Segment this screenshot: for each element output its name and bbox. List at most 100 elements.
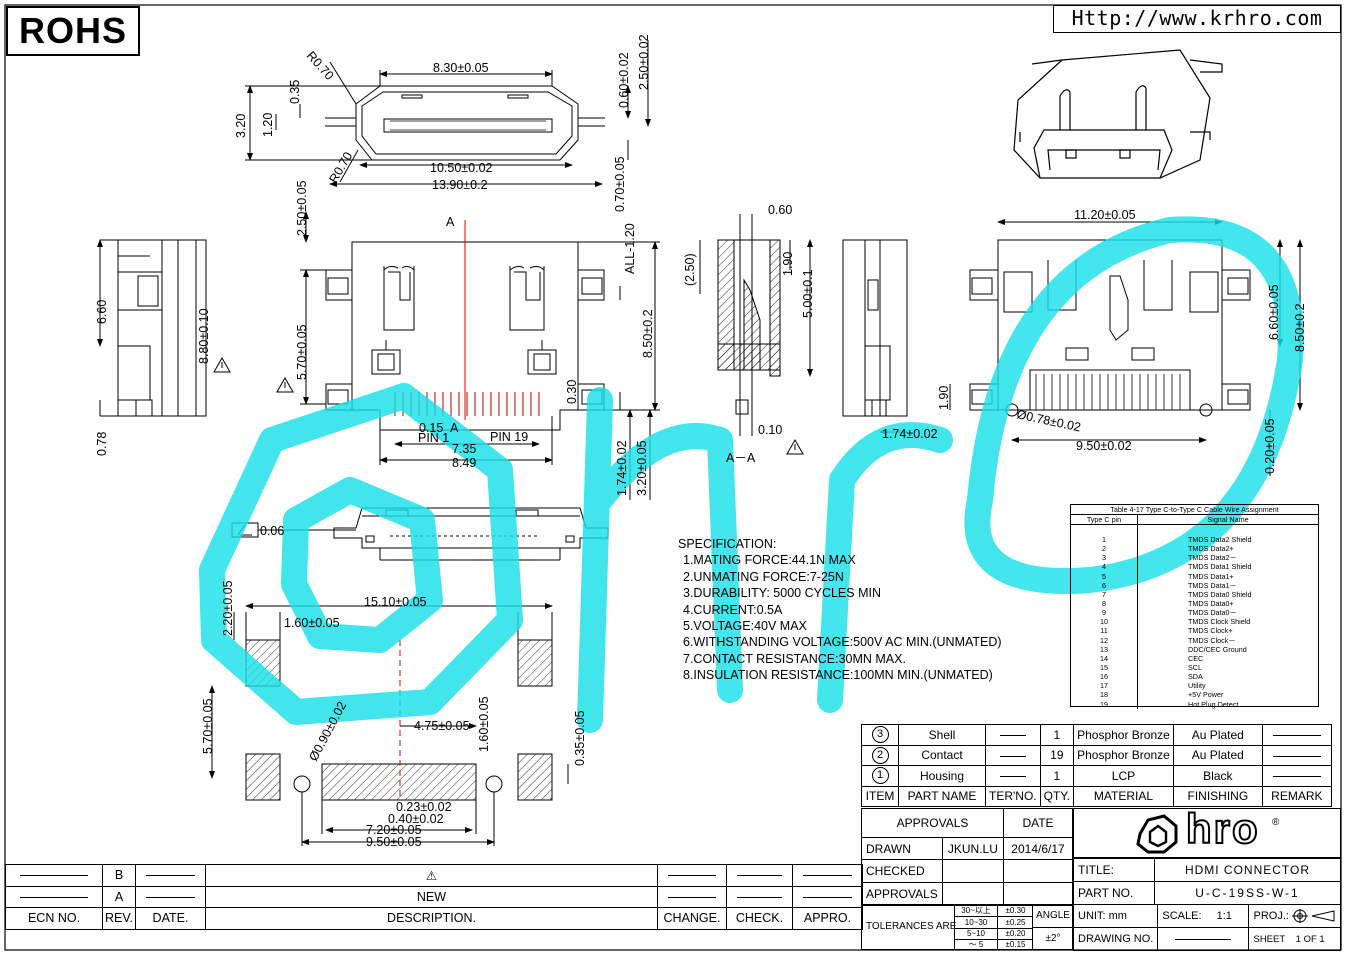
part-name: Housing — [898, 765, 986, 787]
pin-number: 18 — [1071, 690, 1138, 700]
qty: 1 — [1039, 765, 1075, 787]
bom-row: 2 Contact 19 Phosphor Bronze Au Plated — [861, 744, 1332, 766]
left-side-view — [97, 239, 231, 417]
title-label: TITLE: — [1073, 858, 1155, 882]
dim-label: 3.20±0.05 — [635, 440, 649, 496]
dim-label: 0.20±0.05 — [1263, 418, 1277, 474]
dim-label: 0.60±0.02 — [617, 52, 631, 108]
title-block: TITLE: HDMI CONNECTOR PART NO. U-C-19SS-… — [1073, 858, 1341, 905]
pin-number: 1 — [1071, 535, 1138, 545]
pin-table-row: 13 DDC/CEC Ground — [1071, 644, 1318, 654]
signal-name: TMDS Data2+ — [1188, 544, 1234, 554]
signal-name: CEC — [1188, 653, 1204, 663]
dim-label: 0.60 — [768, 203, 792, 217]
top-view — [245, 40, 651, 187]
checked-label: CHECKED — [861, 859, 943, 883]
dim-label: (2.50) — [683, 253, 697, 286]
finishing: Au Plated — [1172, 744, 1263, 766]
dim-label: 8.50±0.2 — [1293, 303, 1307, 352]
dim-label: 0.23±0.02 — [396, 800, 452, 814]
tolerance-block: TOLERANCES ARE 30~以上±0.30 10~30±0.25 5~1… — [861, 904, 1073, 950]
pin-number: 7 — [1071, 589, 1138, 599]
drawn-by: JKUN.LU — [941, 837, 1005, 860]
signal-name: TMDS Data2 Shield — [1188, 535, 1252, 544]
dim-label: 9.50±0.02 — [1076, 439, 1132, 453]
dim-label: 2.50±0.02 — [637, 34, 651, 90]
approvals-label: APPROVALS — [861, 882, 943, 906]
spec-item: 5.VOLTAGE:40V MAX — [683, 619, 807, 634]
finishing: Au Plated — [1172, 724, 1263, 746]
pin-table-row: 14 CEC — [1071, 653, 1318, 663]
dim-label: 8.49 — [452, 456, 476, 470]
dim-label: 0.35±0.05 — [573, 710, 587, 766]
sheet-value: 1 OF 1 — [1295, 933, 1325, 945]
pin-table-row: 7 TMDS Data0 Shield — [1071, 589, 1318, 599]
dim-label: 1.74±0.02 — [615, 440, 629, 496]
pin-table-row: 18 +5V Power — [1071, 690, 1318, 700]
spec-item: 7.CONTACT RESISTANCE:30MN MAX. — [683, 651, 906, 666]
signal-name: Hot Plug Detect — [1188, 699, 1239, 709]
unit-value: mm — [1108, 910, 1127, 922]
qty: 19 — [1039, 744, 1075, 766]
pin-number: 13 — [1071, 644, 1138, 654]
dim-label: 3.20 — [234, 114, 248, 138]
pin-table-caption: Table 4-17 Type C-to-Type C Cable Wire A… — [1071, 505, 1318, 515]
qty: 1 — [1039, 724, 1075, 746]
dim-label: 10.50±0.02 — [430, 161, 493, 175]
section-view — [699, 214, 813, 455]
section-title: A－A — [726, 451, 756, 465]
pin-number: 19 — [1071, 699, 1138, 709]
spec-item: 2.UNMATING FORCE:7-25N — [683, 569, 844, 584]
dim-label: 0.70±0.05 — [613, 156, 627, 212]
pin-number: 5 — [1071, 571, 1138, 581]
dim-label: 8.30±0.05 — [433, 61, 489, 75]
angle-value: ±2° — [1045, 933, 1061, 944]
dim-label: ALL-1.20 — [623, 223, 637, 274]
pin19-label: PIN 19 — [490, 430, 528, 444]
scale-value: 1:1 — [1216, 910, 1232, 922]
finishing: Black — [1172, 765, 1263, 787]
signal-name: +5V Power — [1188, 690, 1224, 700]
flatness-label: 0.06 — [260, 524, 284, 538]
pin-number: 14 — [1071, 653, 1138, 663]
item-number: 3 — [871, 726, 889, 744]
date-header: DATE — [1003, 808, 1073, 838]
pin-number: 2 — [1071, 544, 1138, 554]
rev-description-symbol: ⚠ — [205, 864, 658, 887]
pin-number: 6 — [1071, 580, 1138, 590]
pin-number: 3 — [1071, 553, 1138, 563]
top-contacts — [390, 120, 546, 131]
drawn-date: 2014/6/17 — [1003, 837, 1073, 860]
signal-name: TMDS Data1+ — [1188, 571, 1234, 581]
spec-title: SPECIFICATION: — [678, 537, 777, 551]
pin-number: 4 — [1071, 562, 1138, 572]
material: Phosphor Bronze — [1073, 724, 1174, 746]
scale-label: SCALE: — [1162, 910, 1202, 922]
pin-number: 9 — [1071, 608, 1138, 618]
signal-name: TMDS Data0 Shield — [1188, 589, 1252, 599]
pin-number: 12 — [1071, 635, 1138, 645]
dim-label: 0.35 — [288, 80, 302, 104]
pin-number: 8 — [1071, 598, 1138, 609]
drawing-no-label: DRAWING NO. — [1072, 927, 1159, 951]
dim-label: 1.74±0.02 — [882, 427, 938, 441]
pcb-footprint — [209, 603, 569, 846]
drawn-label: DRAWN — [861, 837, 943, 860]
material: LCP — [1073, 765, 1174, 787]
revision-header-row: ECN NO. REV. DATE. DESCRIPTION. CHANGE. … — [5, 907, 863, 930]
signal-name: DDC/CEC Ground — [1188, 644, 1247, 654]
rev-letter: A — [102, 885, 136, 908]
pin-number: 17 — [1071, 681, 1138, 691]
dim-label: 7.20±0.05 — [366, 823, 422, 837]
spec-item: 8.INSULATION RESISTANCE:100MN MIN.(UNMAT… — [683, 668, 993, 683]
dim-label: 1.60±0.05 — [284, 616, 340, 630]
item-number: 1 — [871, 767, 889, 785]
signal-name: TMDS Clock Shield — [1188, 617, 1251, 627]
section-mark: A — [450, 421, 459, 435]
dim-label: 2.50±0.05 — [295, 180, 309, 236]
spec-item: 6.WITHSTANDING VOLTAGE:500V AC MIN.(UNMA… — [683, 635, 1002, 650]
dim-label: 2.20±0.05 — [221, 580, 235, 636]
